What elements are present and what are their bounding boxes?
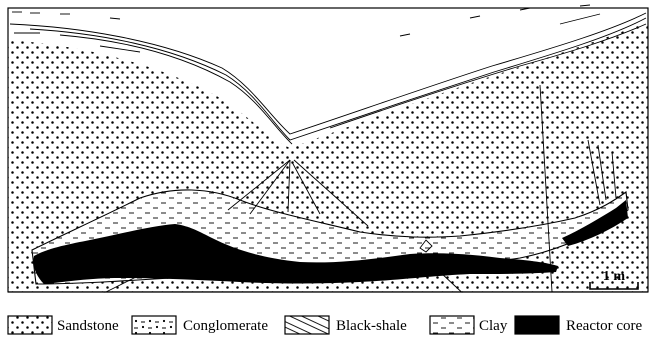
scale-bar-label: 1 m <box>603 269 626 284</box>
legend-swatch-sandstone <box>8 316 52 334</box>
legend-label-sandstone: Sandstone <box>57 318 119 334</box>
legend-label-reactor-core: Reactor core <box>566 318 643 334</box>
frame-mask-bottom <box>0 293 657 301</box>
cross-section <box>0 5 657 301</box>
legend-swatch-clay <box>430 316 474 334</box>
legend-item-clay: Clay <box>430 316 508 334</box>
legend-swatch-black-shale <box>285 316 329 334</box>
legend-item-sandstone: Sandstone <box>8 316 119 334</box>
legend-swatch-conglomerate <box>132 316 176 334</box>
legend-label-black-shale: Black-shale <box>336 318 407 334</box>
legend-item-conglomerate: Conglomerate <box>132 316 268 334</box>
legend-item-black-shale: Black-shale <box>285 316 407 334</box>
legend-label-clay: Clay <box>479 318 508 334</box>
legend-label-conglomerate: Conglomerate <box>183 318 268 334</box>
legend-swatch-reactor-core <box>515 316 559 334</box>
legend: Sandstone Conglomerate Black-shale Clay … <box>8 316 643 334</box>
legend-item-reactor-core: Reactor core <box>515 316 643 334</box>
